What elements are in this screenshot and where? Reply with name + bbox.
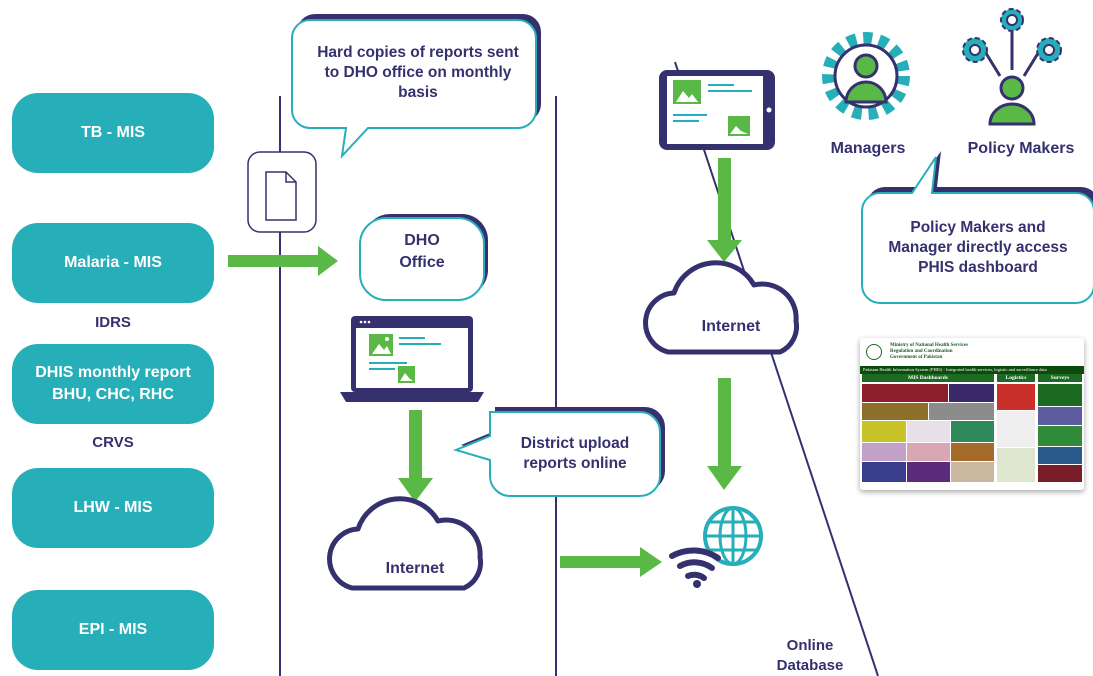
dashboard-banner: Pakistan Health Information System (PHIS… xyxy=(860,366,1084,374)
dashboard-tile xyxy=(862,421,906,442)
phis-dashboard-thumbnail: Ministry of National Health Services Reg… xyxy=(860,338,1084,490)
source-lhw-mis: LHW - MIS xyxy=(12,468,214,548)
laptop-icon xyxy=(340,316,484,402)
dashboard-tile xyxy=(997,384,1035,410)
dashboard-tile xyxy=(997,411,1035,447)
cloud-icon-right xyxy=(643,260,800,355)
dashboard-tile xyxy=(929,403,994,420)
dashboard-tile xyxy=(862,462,906,482)
dashboard-tile xyxy=(949,384,994,402)
callout-policy-access xyxy=(861,151,1093,304)
source-idrs-label: IDRS xyxy=(95,314,131,331)
dashboard-header: Ministry of National Health Services Reg… xyxy=(860,338,1084,366)
dashboard-tile xyxy=(997,448,1035,482)
callout-hard-copies xyxy=(291,14,541,160)
tablet-icon xyxy=(659,70,775,150)
source-malaria-mis: Malaria - MIS xyxy=(12,223,214,303)
source-tb-mis: TB - MIS xyxy=(12,93,214,173)
dashboard-tile xyxy=(1038,407,1082,425)
wifi-globe-icon xyxy=(669,506,763,588)
dashboard-tile xyxy=(862,384,948,402)
source-label: TB - MIS xyxy=(81,124,145,142)
source-crvs-label: CRVS xyxy=(92,434,134,451)
policy-makers-gears-icon xyxy=(962,8,1062,126)
source-dhis-report: DHIS monthly report BHU, CHC, RHC xyxy=(12,344,214,424)
dashboard-tile xyxy=(951,421,994,442)
source-label: Malaria - MIS xyxy=(64,254,162,272)
header-line: Regulation and Coordination xyxy=(890,349,953,354)
dashboard-tile xyxy=(907,421,950,442)
arrow-tablet-to-internet xyxy=(707,158,742,262)
dashboard-tile xyxy=(951,462,994,482)
dashboard-tile xyxy=(1038,447,1082,464)
source-label: DHIS monthly report BHU, CHC, RHC xyxy=(35,364,191,403)
internet-right-label: Internet xyxy=(701,318,761,335)
managers-label: Managers xyxy=(830,140,906,157)
emblem-icon xyxy=(866,344,882,360)
dashboard-tile xyxy=(862,403,928,420)
manager-gear-icon xyxy=(822,32,910,120)
policy-makers-label: Policy Makers xyxy=(967,140,1075,157)
online-database-label: Online Database xyxy=(776,637,844,674)
dashboard-tile xyxy=(1038,384,1082,406)
divider-diagonal xyxy=(674,61,879,676)
dho-office-box xyxy=(359,214,488,301)
arrow-malaria-to-dho xyxy=(228,246,338,276)
dashboard-tile xyxy=(907,443,950,461)
section-logistics: Logistics xyxy=(997,374,1035,382)
dashboard-tile xyxy=(1038,426,1082,446)
cloud-icon-left xyxy=(327,496,484,591)
dho-office-label: DHO Office xyxy=(399,232,445,271)
document-icon xyxy=(247,151,317,233)
header-line: Ministry of National Health Services xyxy=(890,343,969,348)
dashboard-tile xyxy=(907,462,950,482)
callout-hard-copies-text: Hard copies of reports sent to DHO offic… xyxy=(317,43,519,102)
dashboard-tile xyxy=(862,443,906,461)
section-surveys: Surveys xyxy=(1038,374,1082,382)
callout-district-upload xyxy=(452,407,665,497)
dashboard-tile xyxy=(951,443,994,461)
internet-left-label: Internet xyxy=(385,560,445,577)
source-label: EPI - MIS xyxy=(78,621,148,639)
dashboard-header-title: Ministry of National Health Services Reg… xyxy=(890,343,968,361)
callout-district-upload-text: District upload reports online xyxy=(520,434,630,472)
source-label: LHW - MIS xyxy=(73,499,153,517)
arrow-internet-to-wifi-right xyxy=(707,378,742,490)
header-line: Government of Pakistan xyxy=(890,355,943,360)
callout-policy-access-text: Policy Makers and Manager directly acces… xyxy=(888,218,1068,277)
dashboard-tile xyxy=(1038,465,1082,482)
arrow-internet-to-wifi xyxy=(560,547,662,577)
arrow-laptop-to-internet xyxy=(398,410,433,502)
source-epi-mis: EPI - MIS xyxy=(12,590,214,670)
section-mis-dashboards: MIS Dashboards xyxy=(862,374,994,382)
